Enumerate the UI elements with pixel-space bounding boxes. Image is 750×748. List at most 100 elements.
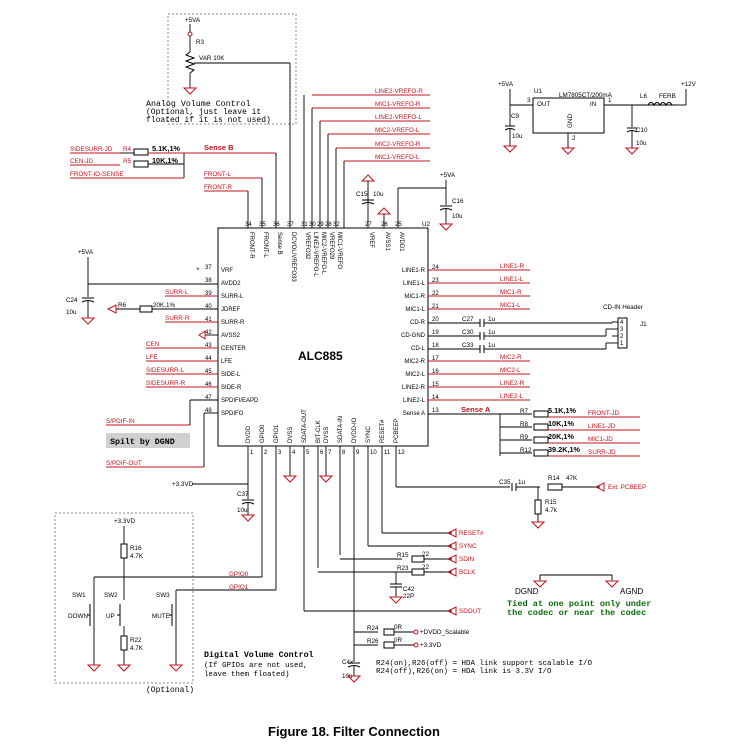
right-pin-number: 16: [432, 369, 439, 375]
left-pin-number: 46: [205, 382, 212, 388]
c9-value: 10u: [512, 133, 523, 140]
left-pin-name: JDREF: [221, 307, 241, 313]
r22-ref: R22: [130, 637, 142, 644]
right-net-label: LINE2-R: [500, 380, 525, 387]
left-pin-name: SURR-L: [221, 294, 244, 300]
bottom-pin-number: 3: [278, 450, 282, 456]
j1-pin-2: 2: [620, 334, 624, 340]
top-pin-name: AVSS1: [384, 232, 390, 252]
volume-ground-symbol: [182, 87, 198, 95]
top-pin-name: VREF: [368, 232, 374, 248]
sense-a-resistor-ref: R8: [520, 421, 529, 428]
right-net-label: MIC2-L: [500, 367, 521, 374]
c37-ref: C37: [237, 491, 249, 498]
sw2-label: UP: [106, 613, 115, 620]
r4-ref: R4: [123, 146, 132, 153]
net-sidesurr-jd: SIDESURR-JD: [70, 146, 113, 153]
sense-a-resistor: [533, 449, 549, 457]
net-sdout: SDOUT: [459, 608, 481, 615]
net-front-r: FRONT-R: [204, 184, 232, 191]
r16-ref: R16: [130, 545, 142, 552]
right-pin-number: 24: [432, 265, 439, 271]
sense-a-net-label: SURR-JD: [588, 449, 616, 456]
volume-title: Analog Volume Control: [146, 99, 251, 109]
top-pin-name: AVDD1: [398, 232, 404, 252]
r24-value: 0R: [394, 624, 403, 631]
r5-resistor: [133, 160, 149, 168]
top-pin-number: 31: [301, 222, 308, 228]
inductor-ref: L6: [640, 93, 648, 100]
net-sync: SYNC: [459, 543, 477, 550]
bottom-pin-name: SDATA-OUT: [302, 409, 308, 443]
right-pin-number: 20: [432, 317, 439, 323]
regulator-section: +5VA U1 LM7805CT/200mA OUT IN GND 3 1 2 …: [498, 81, 697, 155]
left-pin-name: SIDE-R: [221, 385, 242, 391]
sw1-ref: SW1: [72, 592, 86, 599]
net-surr-r: SURR-R: [165, 315, 190, 322]
c15-ref: C15: [356, 191, 368, 198]
right-net-label: LINE1-R: [500, 263, 525, 270]
c35-value: 1u: [518, 479, 526, 486]
r6-value: 20K,1%: [153, 302, 175, 309]
bottom-pin-name: DVSS: [324, 427, 330, 443]
chip-body: [217, 227, 429, 447]
right-pin-number: 17: [432, 356, 439, 362]
bottom-pin-number: 10: [370, 450, 377, 456]
net-bclk: BCLK: [459, 569, 476, 576]
c30-ref: C30: [462, 329, 474, 336]
c10-value: 10u: [636, 140, 647, 147]
regulator-pin-2: 2: [572, 135, 576, 142]
top-pin-number: 36: [273, 222, 280, 228]
hda-note-2: R24(off),R26(on) = HDA link is 3.3V I/O: [376, 668, 552, 676]
chip-ref: U2: [422, 221, 431, 228]
regulator-pin-gnd: GND: [567, 114, 574, 128]
right-pin-number: 14: [432, 395, 439, 401]
top-pin-number: 26: [381, 222, 388, 228]
bottom-pin-number: 5: [306, 450, 310, 456]
sense-a-net-label: FRONT-JD: [588, 410, 620, 417]
sense-a-resistor: [533, 410, 549, 418]
v33-left-label: +3.3VD: [172, 481, 194, 488]
top-pin-name: Sense B: [276, 232, 282, 255]
r24-ref: R24: [367, 625, 379, 632]
net-cen: CEN: [146, 341, 160, 348]
bottom-pin-name: DVDD: [246, 425, 252, 443]
vrefo-net-labels: LINE2-VREFO-R MIC1-VREFO-R LINE2-VREFO-L…: [289, 63, 430, 228]
top-pin-name: FRONT-L: [262, 232, 268, 258]
cd-header-title: CD-IN Header: [603, 304, 643, 311]
c37-value: 10u: [237, 507, 248, 514]
top-pin-number: 32: [333, 222, 340, 228]
volume-pot-value: VAR 10K: [199, 55, 225, 62]
r15-ref: R15: [397, 552, 409, 559]
cd-header-ref: J1: [640, 321, 647, 328]
r26-value: 0R: [394, 637, 403, 644]
r15b-ref: R15: [545, 499, 557, 506]
bottom-pin-name: DVDD-IO: [352, 417, 358, 443]
net-line2-vrefo-l: LINE2-VREFO-L: [375, 114, 422, 121]
top-pin-name: FRONT-R: [248, 232, 254, 259]
sense-a-resistor: [533, 423, 549, 431]
sense-a-resistor: [533, 436, 549, 444]
volume-pot-ref: R3: [196, 39, 205, 46]
ground-note-line-2: the codec or near the codec: [507, 608, 646, 618]
regulator-body: [532, 97, 605, 134]
net-front-io-sense: FRONT-IO-SENSE: [70, 171, 124, 178]
chip-right-pins: 24LINE1-R23LINE1-L22MIC1-R21MIC1-L20CD-R…: [401, 265, 439, 417]
right-pin-number: 13: [432, 408, 439, 414]
r22-value: 4.7K: [130, 645, 144, 652]
left-pin-number: 47: [205, 395, 212, 401]
sense-a-resistor-value: 39.2K,1%: [548, 445, 581, 454]
sw1-label: DOWN: [68, 613, 88, 620]
bottom-pin-number: 7: [328, 450, 332, 456]
bottom-pin-name: SDATA-IN: [338, 416, 344, 443]
right-pin-name: LINE2-L: [403, 398, 426, 404]
j1-pin-1: 1: [620, 341, 624, 347]
r4-value: 5.1K,1%: [152, 144, 180, 153]
right-pin-number: 23: [432, 278, 439, 284]
right-pin-name: LINE2-R: [402, 385, 426, 391]
r23-ref: R23: [397, 565, 409, 572]
net-mic2-vrefo-l: MIC2-VREFO-L: [375, 127, 420, 134]
bottom-pin-name: GPIO0: [260, 424, 266, 443]
right-net-label: LINE2-L: [500, 393, 524, 400]
